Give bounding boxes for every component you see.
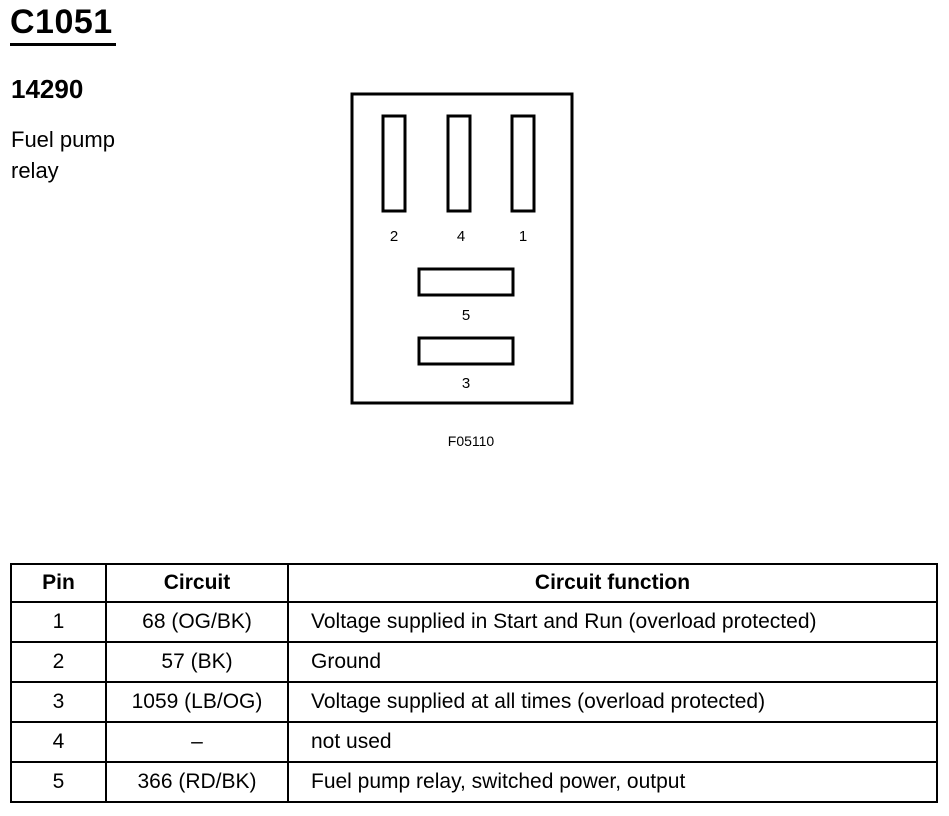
table-row: 3 1059 (LB/OG) Voltage supplied at all t… — [10, 681, 938, 723]
connector-id: C1051 — [10, 3, 113, 41]
part-number: 14290 — [11, 74, 84, 104]
cell-circuit: 68 (OG/BK) — [105, 601, 289, 643]
cell-pin: 1 — [10, 601, 107, 643]
cell-circuit: – — [105, 721, 289, 763]
pin-label-2: 2 — [390, 228, 398, 245]
cell-circuit: 57 (BK) — [105, 641, 289, 683]
connector-face-diagram: 2 4 1 5 3 F05110 — [350, 92, 574, 449]
cell-circuit-function: Voltage supplied at all times (overload … — [287, 681, 938, 723]
cell-pin: 5 — [10, 761, 107, 803]
connector-housing — [350, 92, 574, 405]
connector-description: Fuel pump relay — [11, 127, 115, 183]
pin-terminal-5 — [417, 267, 515, 297]
table-header-row: Pin Circuit Circuit function — [10, 563, 938, 603]
table-row: 4 – not used — [10, 721, 938, 763]
pin-label-3: 3 — [462, 375, 470, 392]
cell-circuit-function: Ground — [287, 641, 938, 683]
header-circuit: Circuit — [105, 563, 289, 603]
cell-circuit: 1059 (LB/OG) — [105, 681, 289, 723]
cell-circuit-function: Fuel pump relay, switched power, output — [287, 761, 938, 803]
table-row: 1 68 (OG/BK) Voltage supplied in Start a… — [10, 601, 938, 643]
cell-pin: 3 — [10, 681, 107, 723]
pin-terminal-4 — [446, 114, 472, 213]
cell-pin: 2 — [10, 641, 107, 683]
pin-circuit-table: Pin Circuit Circuit function 1 68 (OG/BK… — [10, 563, 938, 803]
cell-circuit-function: not used — [287, 721, 938, 763]
header-pin: Pin — [10, 563, 107, 603]
table-row: 2 57 (BK) Ground — [10, 641, 938, 683]
pin-label-4: 4 — [457, 228, 465, 245]
figure-code: F05110 — [448, 433, 495, 449]
pin-label-1: 1 — [519, 228, 527, 245]
pin-terminal-1 — [510, 114, 536, 213]
pin-terminal-3 — [417, 336, 515, 366]
cell-pin: 4 — [10, 721, 107, 763]
header-circuit-function: Circuit function — [287, 563, 938, 603]
table-row: 5 366 (RD/BK) Fuel pump relay, switched … — [10, 761, 938, 803]
connector-id-underline — [10, 43, 116, 46]
pin-terminal-2 — [381, 114, 407, 213]
cell-circuit-function: Voltage supplied in Start and Run (overl… — [287, 601, 938, 643]
pin-label-5: 5 — [462, 307, 470, 324]
cell-circuit: 366 (RD/BK) — [105, 761, 289, 803]
